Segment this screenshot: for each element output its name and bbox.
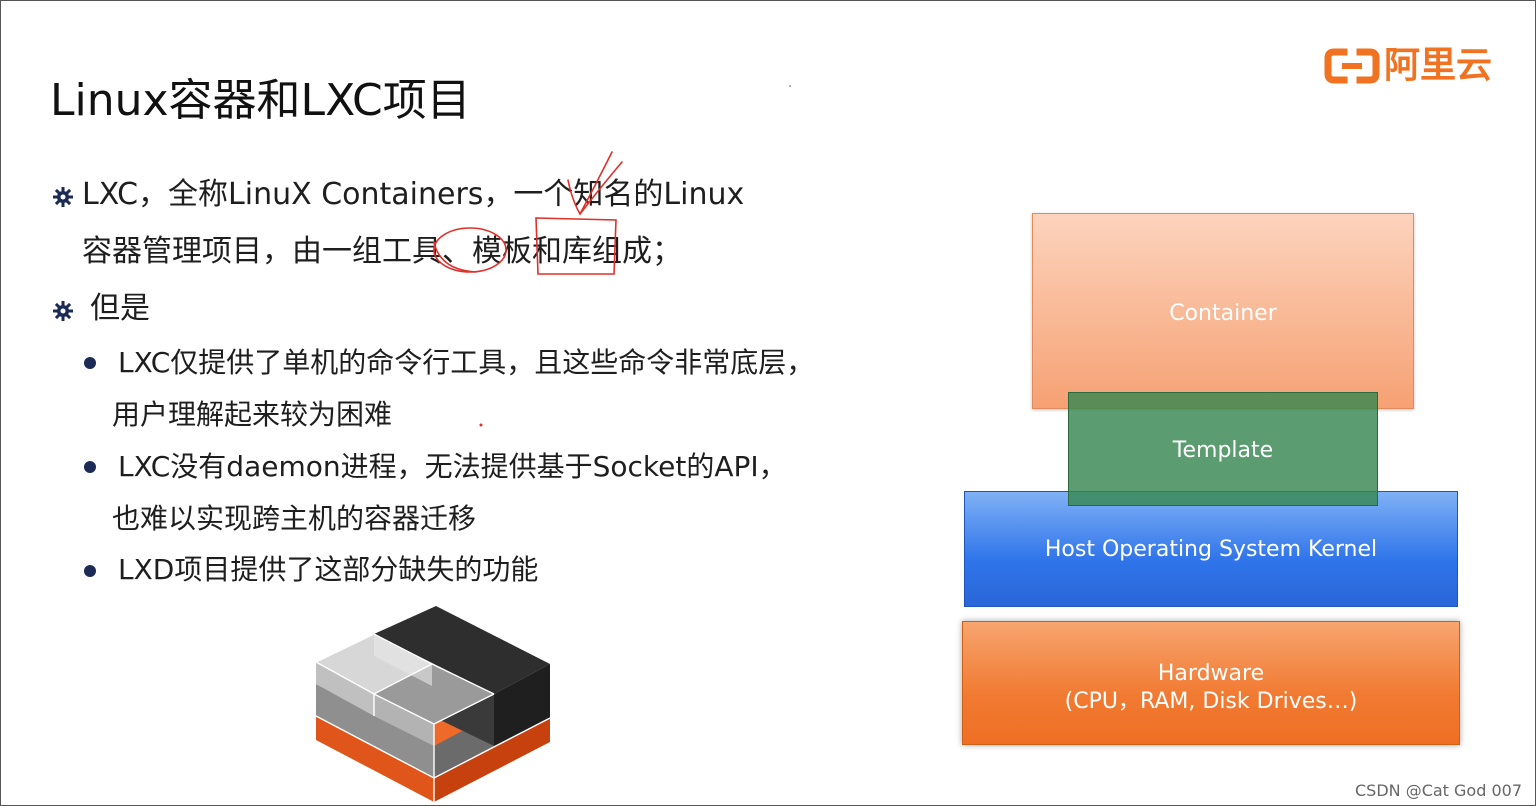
sub-bullet-2-line-2: 也难以实现跨主机的容器迁移: [112, 502, 477, 535]
bullet-2-line-1: 但是: [90, 291, 150, 326]
template-label: Template: [1172, 438, 1274, 463]
kernel-label: Host Operating System Kernel: [1044, 537, 1378, 562]
gear-bullet-icon: [53, 187, 73, 207]
watermark: CSDN @Cat God 007: [1354, 781, 1522, 800]
container-layer: Container: [1032, 213, 1414, 409]
sub-bullet-3-line-1: LXD项目提供了这部分缺失的功能: [118, 553, 539, 586]
lxd-logo-cube-icon: [315, 606, 551, 802]
template-layer: Template: [1068, 392, 1378, 506]
sub-bullet-1-line-2: 用户理解起来较为困难: [112, 398, 393, 431]
sub-bullet-2-line-1: LXC没有daemon进程，无法提供基于Socket的API，: [118, 450, 787, 483]
dot-bullet-icon: [84, 565, 96, 577]
bullet-1-line-1: LXC，全称LinuX Containers，一个知名的Linux: [82, 177, 745, 212]
kernel-layer: Host Operating System Kernel: [964, 491, 1458, 607]
gear-bullet-icon: [53, 301, 73, 321]
hardware-detail-label: (CPU，RAM, Disk Drives…): [1064, 689, 1358, 714]
slide-title: Linux容器和LXC项目: [50, 75, 471, 126]
bullet-1-line-2: 容器管理项目，由一组工具、模板和库组成；: [82, 234, 682, 269]
dot-bullet-icon: [84, 461, 96, 473]
aliyun-logo-icon: [1324, 48, 1380, 84]
sub-bullet-1-line-1: LXC仅提供了单机的命令行工具，且这些命令非常底层，: [118, 346, 815, 379]
dot-bullet-icon: [84, 357, 96, 369]
aliyun-logo: 阿里云: [1322, 44, 1492, 88]
logo-text: 阿里云: [1384, 45, 1493, 86]
hardware-label: Hardware: [1157, 661, 1265, 686]
hardware-layer: Hardware (CPU，RAM, Disk Drives…): [962, 621, 1460, 745]
container-label: Container: [1169, 301, 1277, 326]
